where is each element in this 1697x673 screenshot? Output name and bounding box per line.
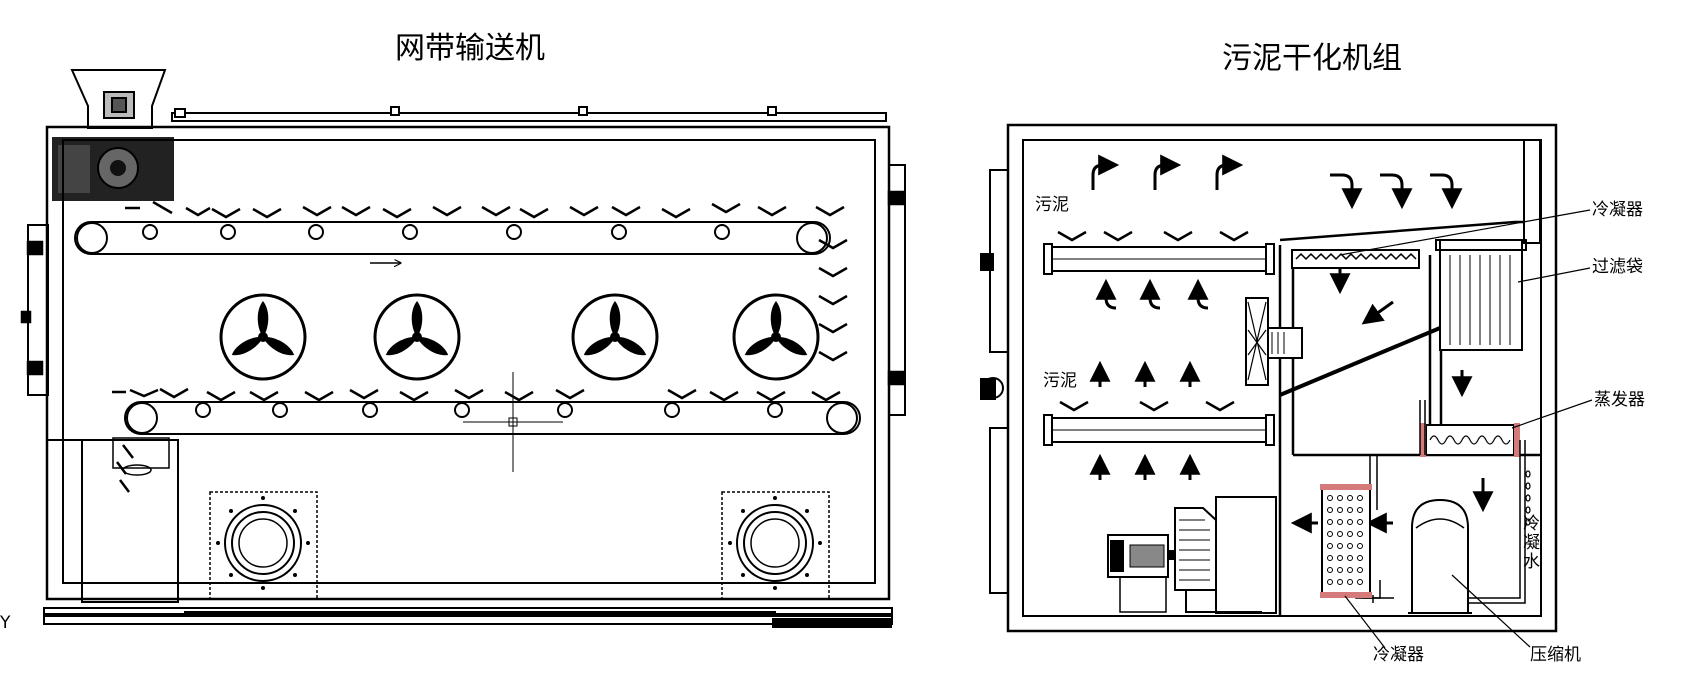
left-title: 网带输送机 xyxy=(395,31,545,66)
label-filter-bag: 过滤袋 xyxy=(1592,257,1643,277)
axial-fan xyxy=(1245,297,1303,386)
exhaust-flange xyxy=(721,491,830,600)
label-condensate-2: 凝 xyxy=(1523,533,1540,553)
sludge-chevrons xyxy=(112,200,848,493)
label-sludge-upper: 污泥 xyxy=(1035,195,1069,215)
circulation-fan xyxy=(373,293,461,381)
right-panel: 污泥干化机组 xyxy=(980,41,1645,665)
label-condenser-bottom: 冷凝器 xyxy=(1373,645,1424,665)
label-compressor: 压缩机 xyxy=(1530,645,1581,665)
upper-conveyor-belt xyxy=(74,221,831,255)
leader-lines xyxy=(1339,209,1593,649)
label-evaporator: 蒸发器 xyxy=(1594,390,1645,410)
cad-crosshair xyxy=(463,372,563,472)
label-sludge-lower: 污泥 xyxy=(1043,371,1077,391)
compressor xyxy=(1408,498,1472,614)
circulation-fan xyxy=(571,293,659,381)
lower-drying-tray xyxy=(1043,414,1275,446)
circulation-fan xyxy=(732,293,820,381)
lower-conveyor-belt xyxy=(124,401,861,435)
circulation-fan xyxy=(219,293,307,381)
cabinet-handles xyxy=(980,253,1004,400)
base-rail xyxy=(43,607,893,628)
tray-sludge-chevrons xyxy=(1057,230,1249,412)
evaporator xyxy=(1420,423,1520,457)
blower-motor xyxy=(1107,534,1176,613)
condenser-top xyxy=(1291,249,1420,269)
label-condensate-1: 冷 xyxy=(1523,514,1540,534)
drive-motor xyxy=(52,137,174,201)
right-title: 污泥干化机组 xyxy=(1222,41,1402,76)
condensate-drops xyxy=(1525,470,1531,526)
condenser-bottom xyxy=(1320,484,1372,598)
exhaust-flange xyxy=(209,491,318,600)
label-condenser-top: 冷凝器 xyxy=(1592,200,1643,220)
upper-drying-tray xyxy=(1043,243,1275,275)
left-panel: 网带输送机 xyxy=(0,31,906,633)
stray-label: Y xyxy=(0,613,11,633)
feed-hopper xyxy=(70,69,167,129)
blower-fan xyxy=(1174,496,1277,614)
label-condensate-3: 水 xyxy=(1523,552,1540,572)
discharge-chute xyxy=(112,437,170,476)
filter-bag xyxy=(1435,239,1527,351)
conveyor-housing xyxy=(20,125,906,603)
top-rail xyxy=(171,106,887,122)
unit-cabinet xyxy=(989,123,1558,633)
